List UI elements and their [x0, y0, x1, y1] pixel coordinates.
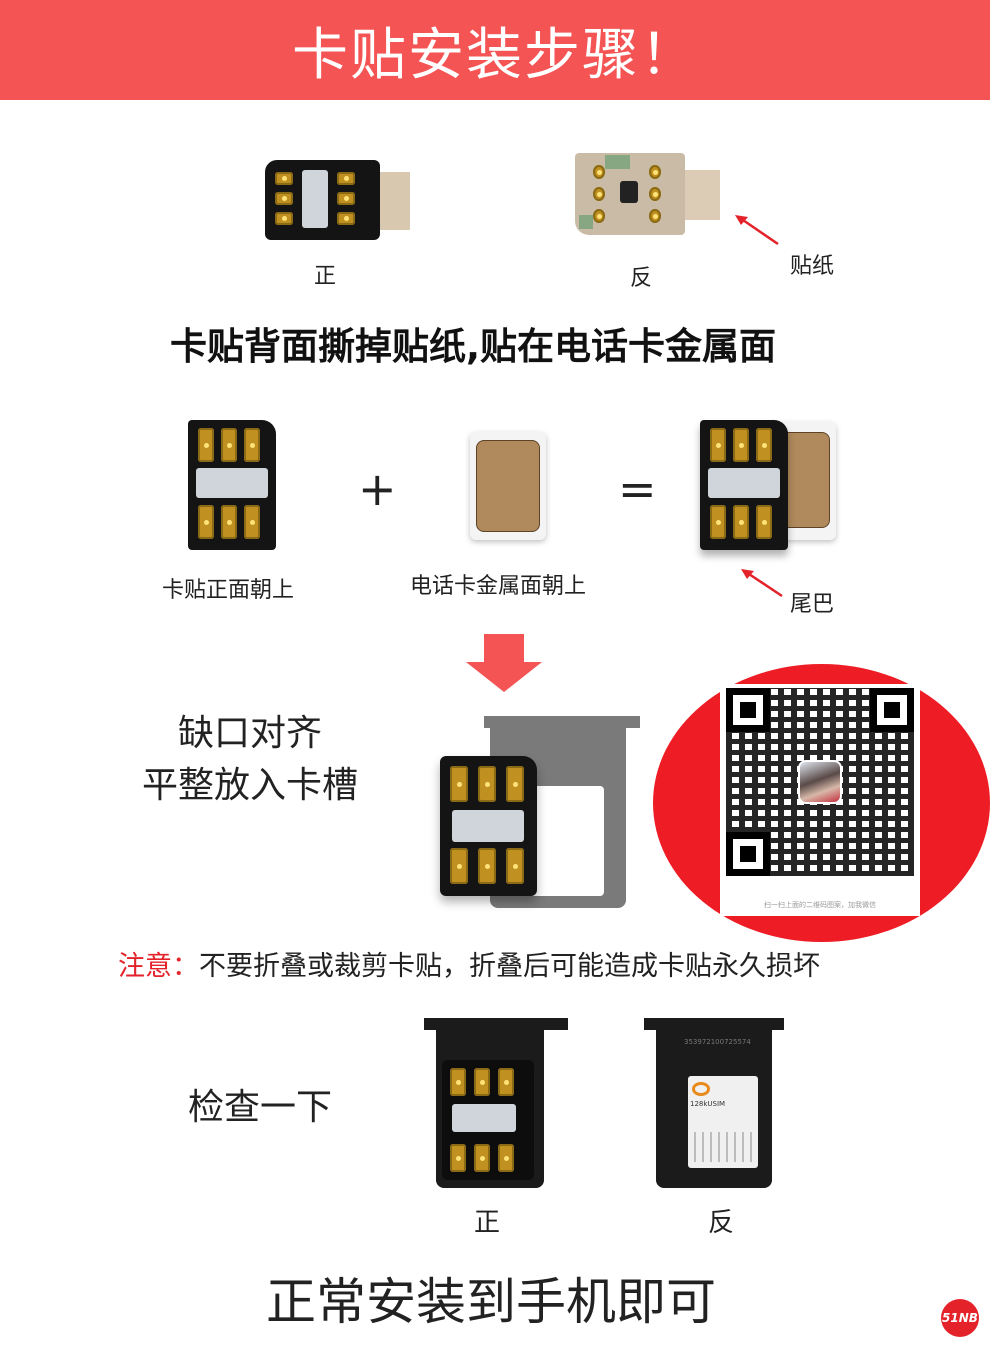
tray-front-label: 正 [474, 1208, 501, 1238]
tray-serial: 353972100725574 [684, 1038, 751, 1046]
adapter-tail [380, 172, 410, 230]
sim-faceup-label: 电话卡金属面朝上 [410, 574, 587, 599]
adapter-front-image [265, 160, 380, 240]
adapter-faceup-label: 卡贴正面朝上 [162, 578, 295, 603]
sticker-tail [685, 170, 720, 220]
adapter-faceup-image [188, 420, 276, 550]
pointer-arrow-icon [735, 215, 779, 246]
adapter-back-image [575, 153, 685, 235]
tray-back-label: 反 [708, 1208, 735, 1238]
step1-instruction: 卡贴背面撕掉贴纸,贴在电话卡金属面 [170, 325, 777, 368]
tray-back-image [644, 1018, 784, 1030]
step3-instruction: 缺口对齐 平整放入卡槽 [120, 708, 380, 812]
sim-brand: 128kUSIM [690, 1100, 726, 1108]
header-banner: 卡贴安装步骤！ [0, 0, 990, 100]
watermark-text: 51NB [942, 1311, 978, 1325]
plus-symbol: + [358, 462, 397, 516]
qr-finder-icon [870, 688, 914, 732]
equals-symbol: = [618, 462, 657, 516]
combined-adapter-image [700, 420, 788, 550]
qr-caption: 扫一扫上面的二维码图案，加我微信 [764, 901, 876, 909]
sim-tray-image [484, 716, 640, 728]
notice-prefix: 注意： [118, 951, 199, 982]
warning-notice: 注意：不要折叠或裁剪卡贴，折叠后可能造成卡贴永久损坏 [118, 944, 820, 983]
back-label: 反 [630, 266, 653, 291]
sim-card-image [470, 432, 546, 540]
front-label: 正 [314, 264, 337, 289]
wechat-qr-code[interactable]: 扫一扫上面的二维码图案，加我微信 [720, 684, 920, 916]
step4-title: 检查一下 [188, 1087, 333, 1128]
avatar [798, 760, 842, 804]
adapter-in-tray-image [440, 756, 537, 896]
down-arrow-icon [466, 634, 542, 692]
tray-front-body [436, 1030, 544, 1188]
final-instruction: 正常安装到手机即可 [266, 1273, 716, 1331]
watermark-logo: 51NB [941, 1299, 979, 1337]
pointer-arrow-icon [741, 569, 783, 598]
notice-text: 不要折叠或裁剪卡贴，折叠后可能造成卡贴永久损坏 [199, 951, 820, 982]
tray-back-body: 353972100725574 128kUSIM [656, 1030, 772, 1188]
step3-line2: 平整放入卡槽 [141, 765, 358, 806]
page-title: 卡贴安装步骤！ [292, 22, 698, 88]
tray-front-image [424, 1018, 568, 1030]
qr-finder-icon [726, 832, 770, 876]
qr-finder-icon [726, 688, 770, 732]
sticker-label: 贴纸 [790, 254, 835, 279]
tail-label: 尾巴 [790, 592, 835, 617]
step3-line1: 缺口对齐 [177, 713, 322, 754]
